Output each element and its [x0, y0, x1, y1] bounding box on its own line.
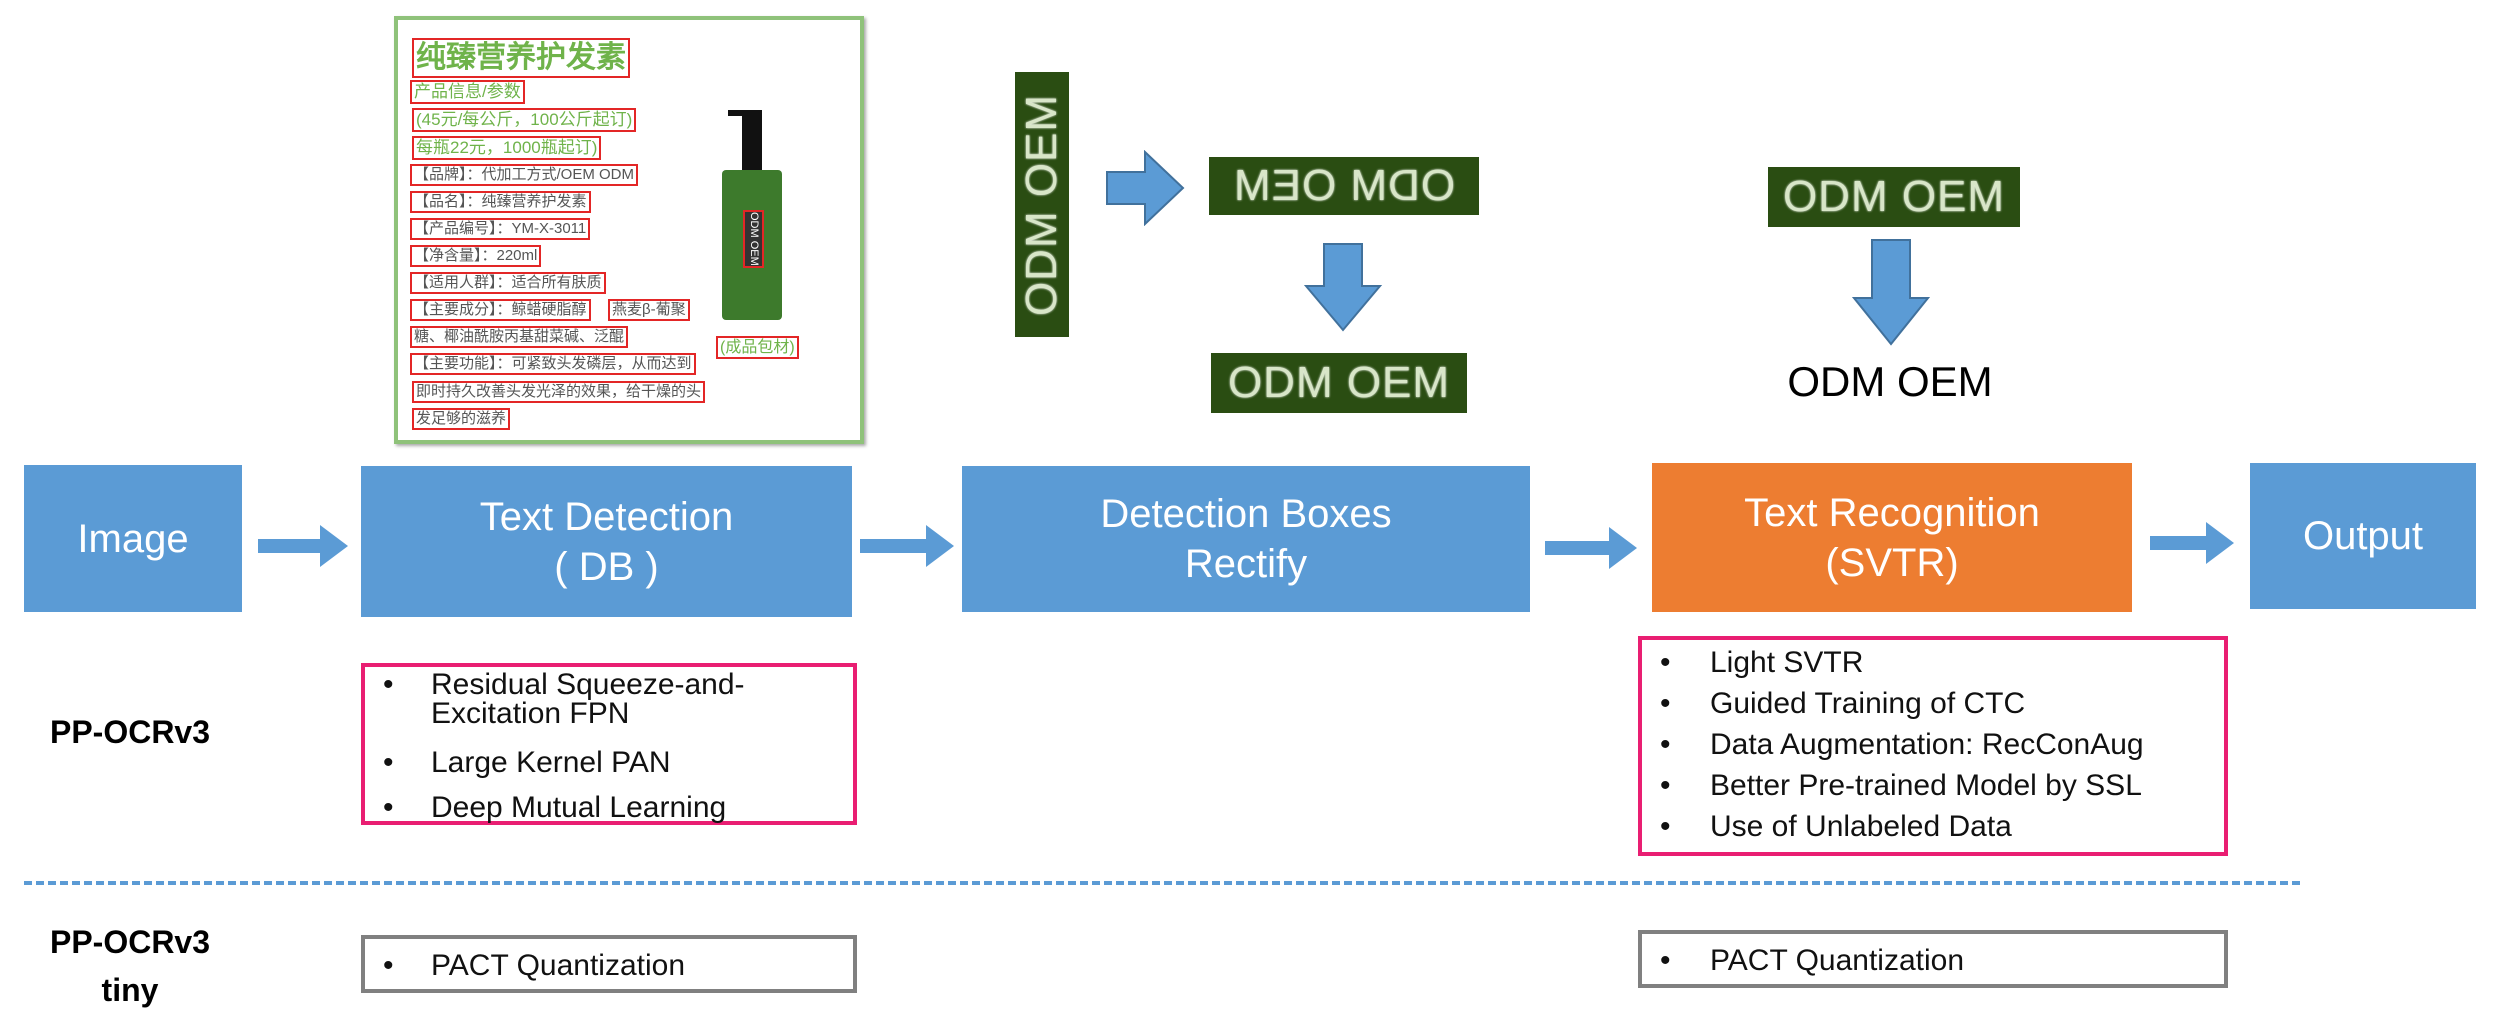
arrow-right-icon [1545, 527, 1637, 569]
crop-text: ODM OEM [1017, 93, 1067, 316]
detected-line: 【品名】：纯臻营养护发素 [410, 191, 591, 213]
stage-sublabel: (SVTR) [1825, 540, 1959, 585]
stage-label: Text Detection [479, 494, 734, 539]
item-text: Large Kernel PAN [431, 746, 671, 779]
crop-text: ODM OEM [1227, 358, 1451, 407]
crop-text: ODM OEM [1232, 161, 1456, 210]
bullet: • [1660, 646, 1671, 679]
detected-line: 即时持久改善头发光泽的效果，给干燥的头 [412, 381, 706, 403]
item-text: Data Augmentation: RecConAug [1710, 728, 2144, 761]
row-label-line: tiny [101, 972, 159, 1008]
stage-text-detection: Text Detection ( DB ) [361, 466, 852, 617]
row-label-pp-ocrv3: PP-OCRv3 [49, 714, 211, 750]
bullet: • [1660, 769, 1671, 802]
detected-line: 【主要功能】：可紧致头发磷层，从而达到 [410, 353, 696, 375]
list-item: • Data Augmentation: RecConAug [1642, 728, 2224, 761]
tiny-recognition-improvements: • PACT Quantization [1638, 930, 2228, 988]
stage-detection-boxes-rectify: Detection Boxes Rectify [962, 466, 1530, 612]
stage-sublabel: Rectify [1184, 542, 1308, 586]
stage-label: Text Recognition [1744, 490, 2040, 535]
list-item: • PACT Quantization [1642, 944, 2224, 977]
v3-recognition-improvements: • Light SVTR • Guided Training of CTC • Dat… [1638, 636, 2228, 856]
bottle-label-box: ODM OEM [743, 210, 765, 268]
stage-output: Output [2250, 463, 2476, 609]
arrow-right-icon [860, 525, 954, 567]
arrow-down-icon [1304, 243, 1383, 332]
detected-line: 发足够的滋养 [412, 408, 511, 430]
detected-line: 糖、椰油酰胺丙基甜菜碱、泛醌 [410, 326, 629, 348]
crop-text: ODM OEM [1782, 172, 2006, 221]
detected-line: 【适用人群】：适合所有肤质 [410, 272, 606, 294]
arrow-down-icon [1852, 239, 1931, 346]
list-item: • Guided Training of CTC [1642, 687, 2224, 720]
item-text: Deep Mutual Learning [431, 791, 727, 824]
list-item: • PACT Quantization [365, 949, 853, 982]
tiny-detection-improvements: • PACT Quantization [361, 935, 857, 993]
item-text: Use of Unlabeled Data [1710, 810, 2012, 843]
arrow-right-icon [1106, 150, 1185, 226]
detected-line: 【品牌】：代加工方式/OEM ODM [410, 164, 638, 186]
list-item: • Large Kernel PAN [365, 746, 853, 779]
stage-sublabel: ( DB ) [554, 544, 659, 589]
detected-line: (45元/每公斤，100公斤起订) [412, 108, 637, 133]
input-product-image: 纯臻营养护发素 产品信息/参数 (45元/每公斤，100公斤起订) 每瓶22元，… [394, 16, 864, 444]
bullet: • [383, 668, 394, 701]
detected-line: 每瓶22元，1000瓶起订) [412, 136, 602, 161]
list-item: • Light SVTR [1642, 646, 2224, 679]
detected-line: 【净含量】：220ml [410, 245, 542, 267]
bullet: • [383, 746, 394, 779]
stage-label: Image [77, 516, 189, 561]
stage-text-recognition: Text Recognition (SVTR) [1652, 463, 2132, 612]
list-item: • Use of Unlabeled Data [1642, 810, 2224, 843]
v3-detection-improvements: • Residual Squeeze-and-Excitation FPN • La… [361, 663, 857, 825]
bullet: • [383, 791, 394, 824]
detected-line: 产品信息/参数 [410, 80, 525, 105]
arrow-right-icon [258, 525, 348, 567]
vertical-text-crop: ODM OEM [1015, 72, 1069, 337]
recognized-text: ODM OEM [1787, 358, 1993, 405]
bullet: • [1660, 810, 1671, 843]
recognition-input-crop: ODM OEM [1768, 167, 2020, 227]
list-item: • Deep Mutual Learning [365, 791, 853, 824]
detected-title: 纯臻营养护发素 [412, 38, 630, 78]
detected-line: 【主要成分】：鲸蜡硬脂醇 [410, 299, 591, 321]
stage-label: Output [2302, 514, 2424, 558]
mirrored-text-crop: ODM OEM [1209, 157, 1479, 215]
arrow-right-icon [2150, 522, 2234, 564]
list-item: • Residual Squeeze-and-Excitation FPN [365, 668, 853, 730]
bullet: • [1660, 728, 1671, 761]
detected-line: 【产品编号】：YM-X-3011 [410, 218, 591, 240]
row-label-pp-ocrv3-tiny: PP-OCRv3 tiny [20, 918, 240, 1014]
bullet: • [1660, 944, 1671, 977]
bullet: • [1660, 687, 1671, 720]
detected-packaging: (成品包材) [716, 336, 799, 360]
item-text: PACT Quantization [431, 949, 686, 982]
dashed-divider [24, 881, 2300, 885]
item-text: Residual Squeeze-and-Excitation FPN [431, 668, 745, 730]
stage-label: Detection Boxes [1100, 492, 1392, 536]
stage-image: Image [24, 465, 242, 612]
detected-line: 燕麦β-葡聚 [608, 299, 690, 321]
rectified-text-crop: ODM OEM [1211, 353, 1467, 413]
bullet: • [383, 949, 394, 982]
item-text: Better Pre-trained Model by SSL [1710, 769, 2142, 802]
item-text: Guided Training of CTC [1710, 687, 2026, 720]
item-text: Light SVTR [1710, 646, 1864, 679]
list-item: • Better Pre-trained Model by SSL [1642, 769, 2224, 802]
row-label-line: PP-OCRv3 [49, 924, 211, 960]
item-text: PACT Quantization [1710, 944, 1965, 977]
